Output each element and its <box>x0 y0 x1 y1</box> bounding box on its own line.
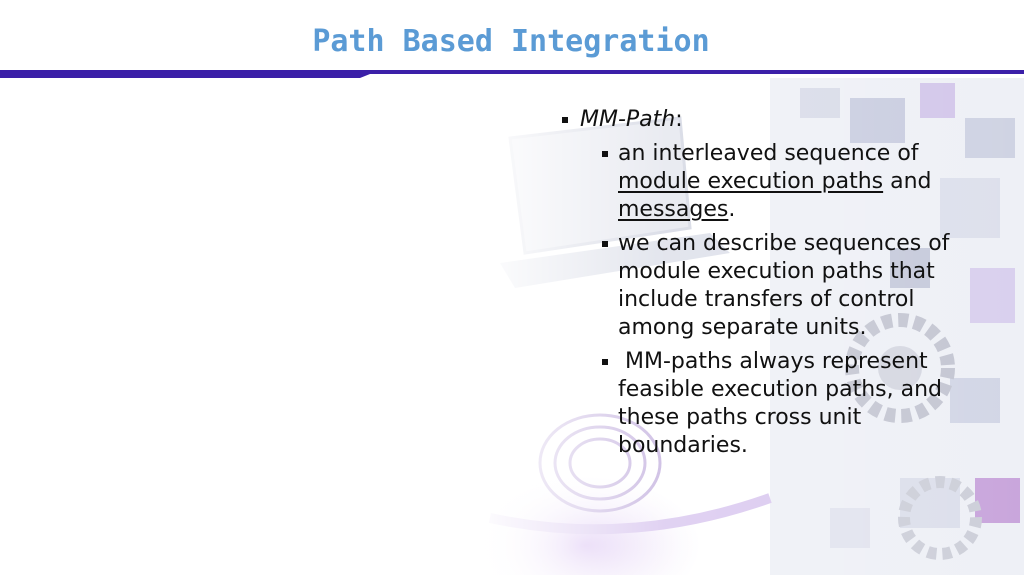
technology-background-image <box>470 78 1024 575</box>
slide-title: Path Based Integration <box>0 24 1024 59</box>
bullet-mm-path: MM-Path: <box>560 106 960 134</box>
term-colon: : <box>675 107 683 132</box>
sub-bullet-sequences: we can describe sequences of module exec… <box>560 230 960 342</box>
slide-title-text: Path Based Integration <box>312 24 710 59</box>
definition-text-2: and <box>883 169 932 194</box>
sub-bullet-definition: an interleaved sequence of module execut… <box>560 140 960 224</box>
underlined-term-module-execution-paths: module execution paths <box>618 169 884 194</box>
sub-bullet-feasible: MM-paths always represent feasible execu… <box>560 348 960 460</box>
term-mm-path: MM-Path <box>580 107 676 132</box>
square-bullet-icon <box>562 117 568 123</box>
definition-text-1: an interleaved sequence of <box>618 141 919 166</box>
square-bullet-icon <box>602 151 608 157</box>
underlined-term-messages: messages <box>618 197 729 222</box>
title-underline-rule <box>0 70 1024 78</box>
feasible-text: MM-paths always represent feasible execu… <box>618 349 949 458</box>
square-bullet-icon <box>602 359 608 365</box>
sequences-text: we can describe sequences of module exec… <box>618 231 950 340</box>
definition-text-3: . <box>728 197 736 222</box>
square-bullet-icon <box>602 241 608 247</box>
bullet-content: MM-Path: an interleaved sequence of modu… <box>560 106 960 466</box>
